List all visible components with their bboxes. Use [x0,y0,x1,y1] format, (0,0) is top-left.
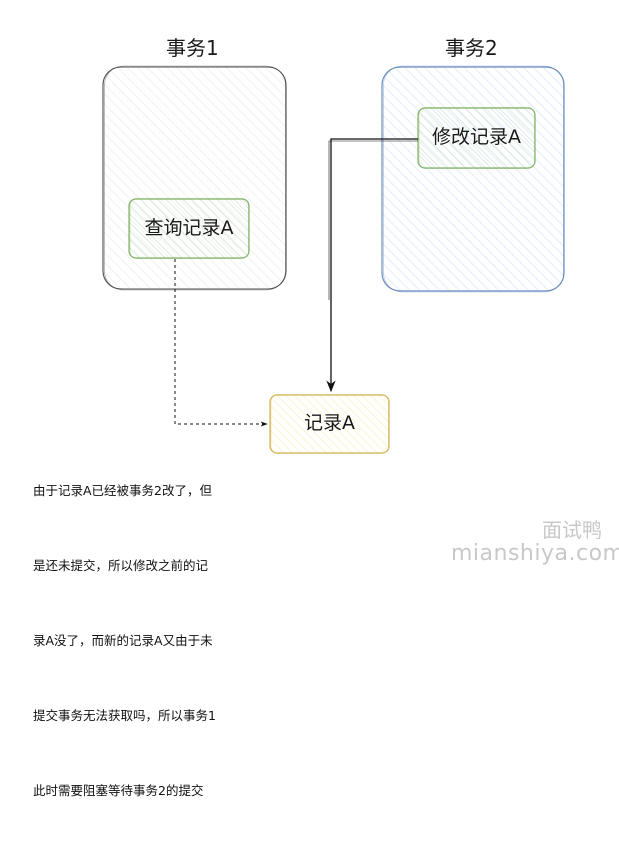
transaction-1-title: 事务1 [166,36,219,60]
query-record-node [128,198,250,259]
query-to-record-arrow [174,259,268,427]
note-line-2: 是还未提交，所以修改之前的记 [33,558,209,573]
diagram-svg [102,65,565,454]
transaction-2-title: 事务2 [445,36,498,60]
note-line-3: 录A没了，而新的记录A又由于未 [33,633,213,648]
modify-to-record-arrow [326,138,418,393]
watermark-cn: 面试鸭 [542,518,602,542]
query-record-label: 查询记录A [144,217,234,239]
explanation-note: 由于记录A已经被事务2改了，但 是还未提交，所以修改之前的记 录A没了，而新的记… [33,428,216,853]
note-line-1: 由于记录A已经被事务2改了，但 [33,483,213,498]
modify-record-label: 修改记录A [432,126,521,148]
modify-record-node [417,107,536,169]
note-line-5: 此时需要阻塞等待事务2的提交 [33,783,204,798]
note-line-4: 提交事务无法获取吗，所以事务1 [33,708,216,723]
record-node [269,394,390,454]
watermark-en: mianshiya.com [451,541,619,566]
diagram-canvas: 事务1 事务2 查询记录A 修改记录A 记录A 由于记录A已经被事务2改了，但 … [33,36,619,798]
record-label: 记录A [304,412,355,434]
transaction-2-box [381,65,565,293]
